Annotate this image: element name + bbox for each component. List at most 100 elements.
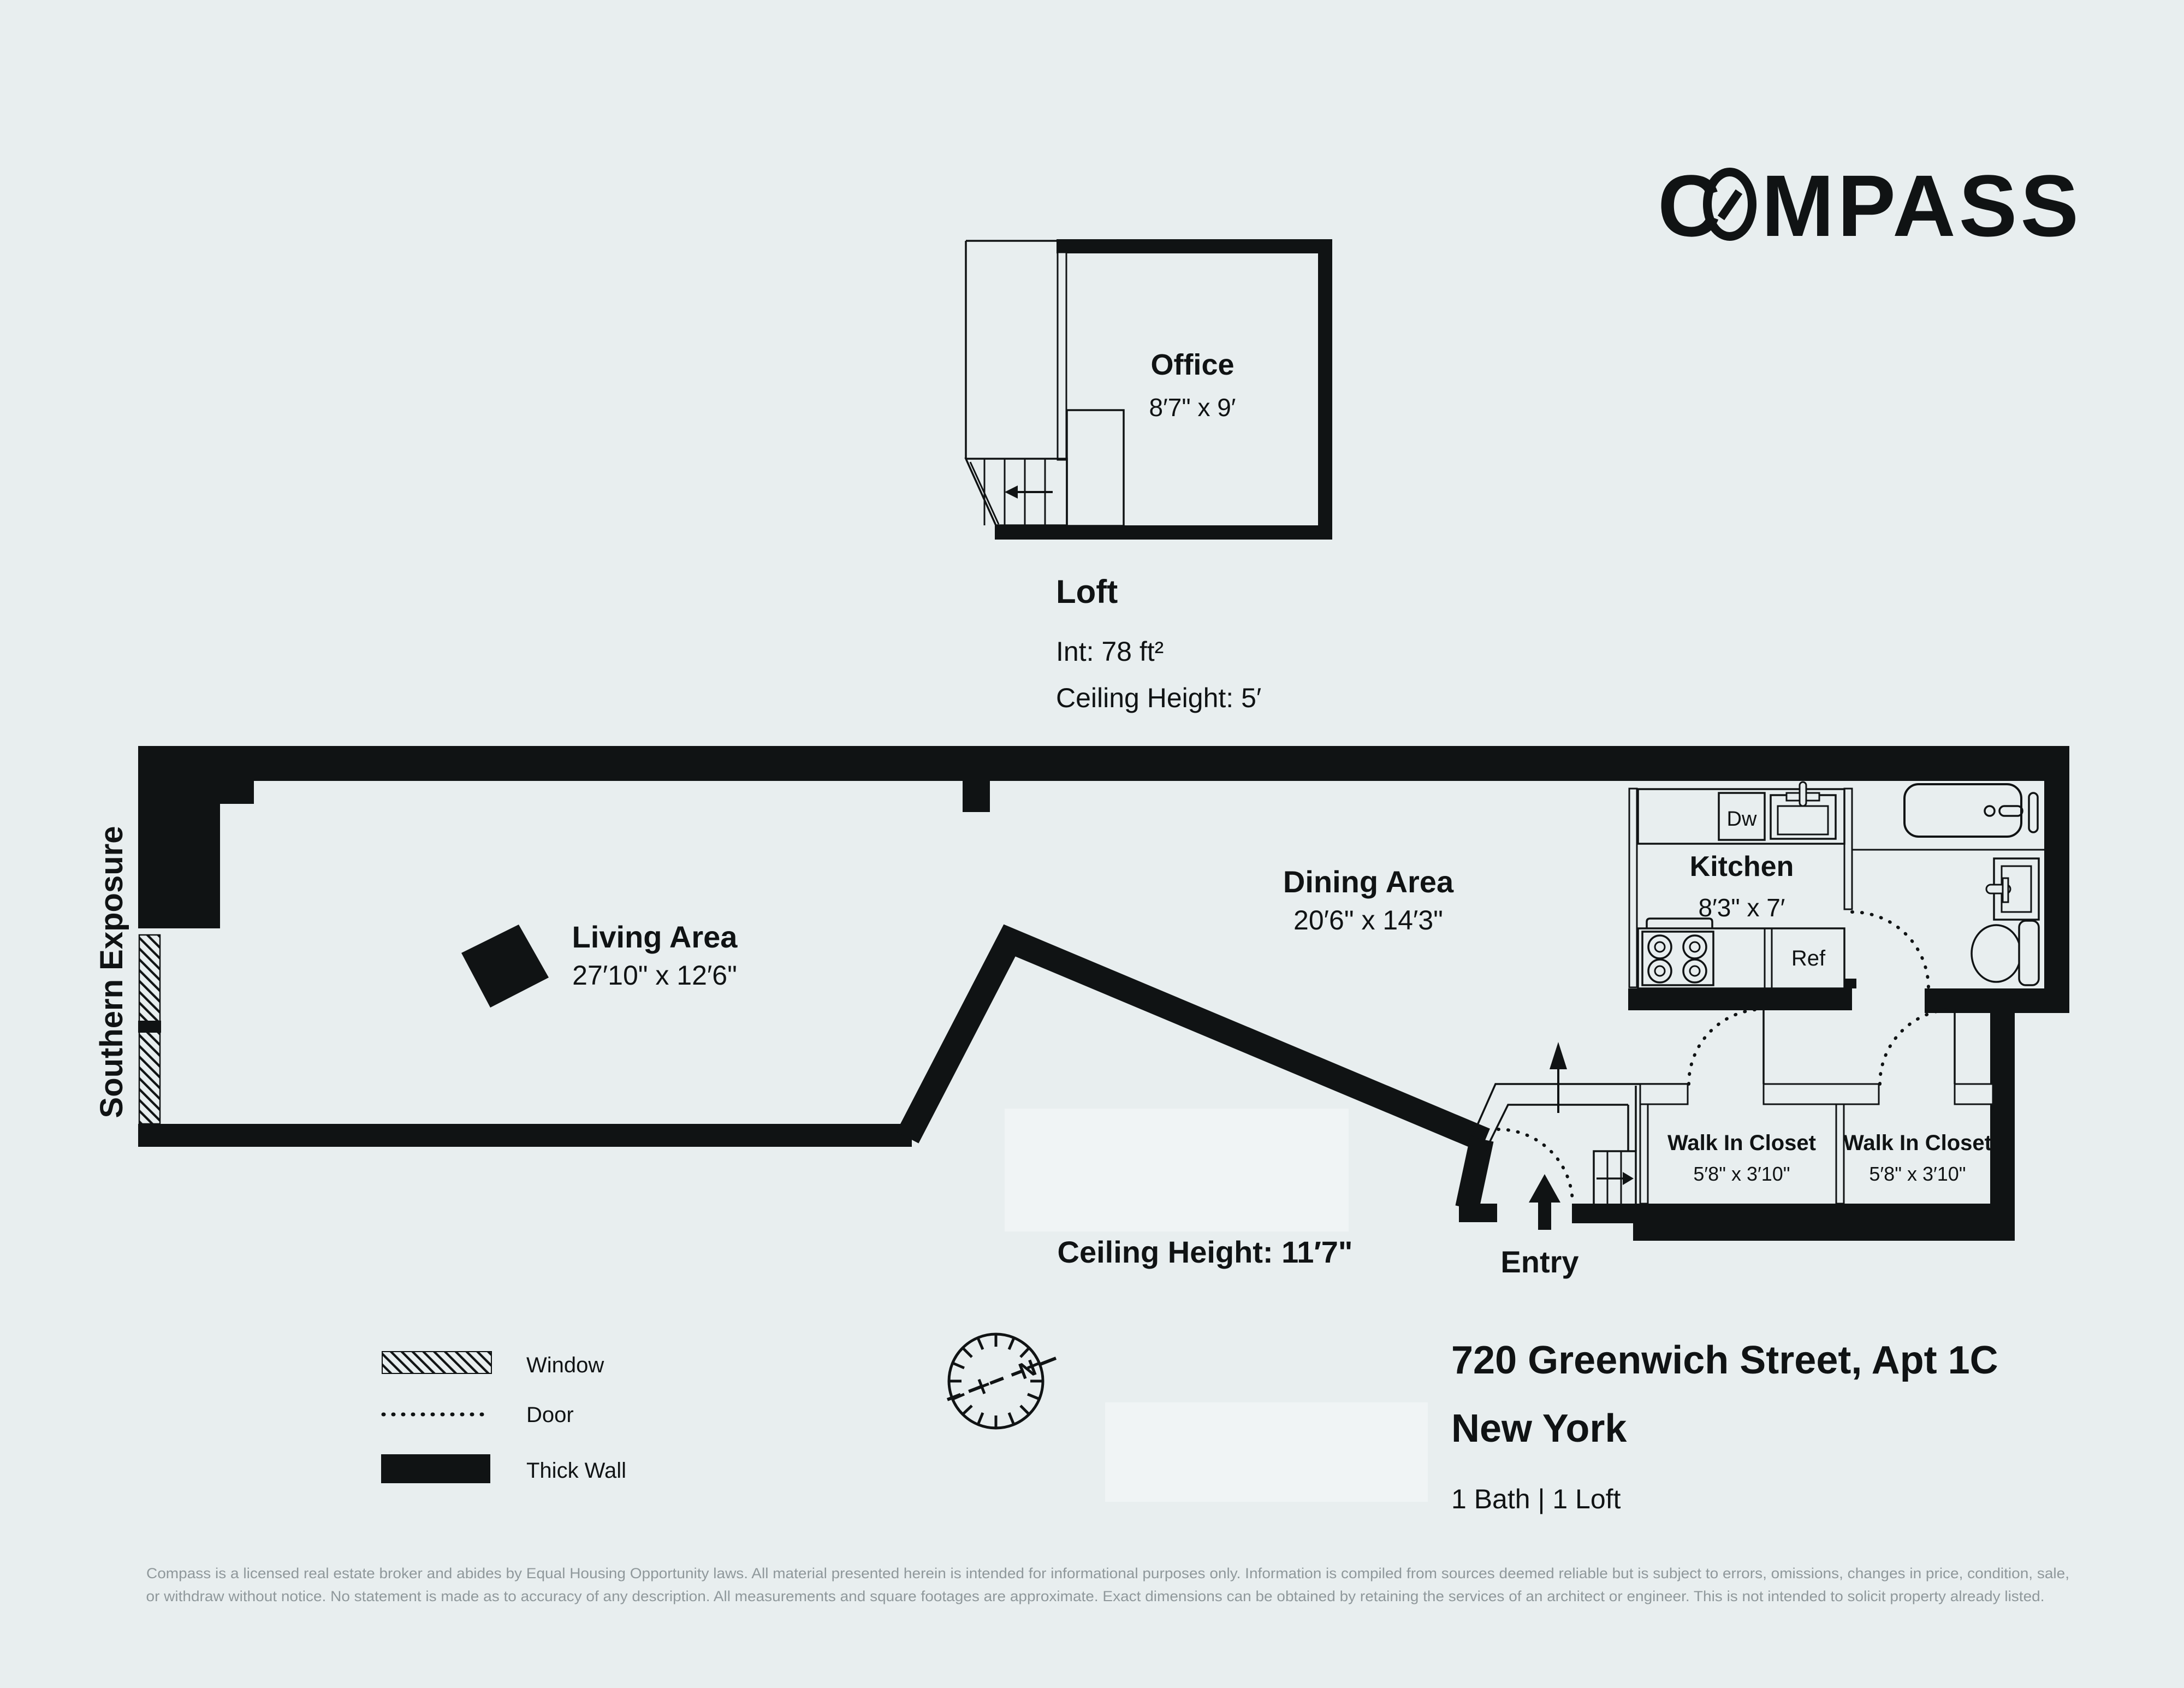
toilet-tank: [2018, 920, 2040, 986]
bathroom-right-wall: [2044, 746, 2069, 1013]
thick-wall-swatch-icon: [381, 1454, 490, 1483]
dining-area-label: Dining Area: [1283, 864, 1454, 899]
diagonal-wall: [896, 924, 1490, 1152]
stove-backsplash: [1646, 917, 1713, 928]
loft-right-wall: [1318, 239, 1332, 540]
closet-door-arc-icon: [1878, 1008, 1956, 1086]
kitchen-counter: [1637, 927, 1845, 990]
burner-icon: [1647, 958, 1672, 984]
door-stop: [1844, 979, 1856, 988]
loft-caption: Loft Int: 78 ft² Ceiling Height: 5′: [1056, 573, 1261, 713]
loft-top-wall: [1057, 239, 1332, 253]
office-dims: 8′7" x 9′: [1149, 393, 1236, 422]
dining-area-dims: 20′6" x 14′3": [1293, 905, 1443, 935]
closet-left-dims: 5′8" x 3′10": [1693, 1163, 1790, 1185]
ceiling-height-label: Ceiling Height: 11′7": [1058, 1235, 1353, 1269]
window-mullion: [138, 1021, 161, 1033]
closet-door-arc-icon: [1687, 1008, 1765, 1086]
office-label: Office: [1150, 348, 1234, 381]
kitchen-bottom-wall: [1628, 988, 1852, 1010]
entry-arrow-icon: [1538, 1203, 1551, 1230]
closet-right-label: Walk In Closet: [1843, 1131, 1992, 1155]
up-arrow-head-icon: [1550, 1042, 1567, 1069]
entry-stub-wall: [1459, 1204, 1497, 1222]
stair-arrow-head-icon: [1623, 1172, 1634, 1185]
living-area-label: Living Area: [572, 920, 738, 954]
kitchen-dims: 8′3" x 7′: [1699, 893, 1785, 922]
burner-icon: [1689, 965, 1701, 977]
sink-faucet-icon: [1799, 781, 1807, 807]
vanity-faucet-icon: [2002, 877, 2009, 903]
loft-bottom-wall: [995, 525, 1332, 540]
closet-right-wall: [1990, 1013, 2015, 1241]
southern-exposure-label: Southern Exposure: [94, 826, 129, 1118]
kitchen-counter: [1637, 788, 1845, 845]
city-line: New York: [1451, 1407, 1627, 1450]
kitchen-label: Kitchen: [1690, 851, 1794, 883]
window-swatch-icon: [382, 1351, 492, 1374]
walk-in-closets: Walk In Closet 5′8" x 3′10" Walk In Clos…: [1639, 1008, 1994, 1205]
bathroom: [1844, 783, 2044, 990]
closet-top-wall: [1639, 1083, 1689, 1105]
burner-icon: [1654, 941, 1666, 953]
disclaimer-line-2: or withdraw without notice. No statement…: [146, 1588, 2045, 1604]
entry-door-arc-icon: [1497, 1128, 1574, 1205]
listing-info: 720 Greenwich Street, Apt 1C New York 1 …: [1451, 1338, 1998, 1514]
refrigerator-label: Ref: [1791, 946, 1826, 970]
legend-window-label: Window: [526, 1353, 604, 1377]
closet-bottom-wall: [1633, 1204, 2015, 1241]
kitchen: Dw Ref Kitchen 8′3" x 7′: [1628, 781, 1853, 990]
living-area-column: [461, 925, 549, 1008]
stair-arrow-head-icon: [1005, 485, 1018, 499]
mid-pillar: [963, 781, 990, 812]
needle-cross-icon: [974, 1379, 989, 1394]
closet-left-wall: [1639, 1103, 1649, 1205]
loft-stairs: [964, 458, 1068, 526]
logo-needle-icon: [1717, 189, 1743, 221]
entry-slant-wall: [1455, 1136, 1494, 1211]
main-plan: Dw Ref Kitchen 8′3" x 7′: [94, 746, 2069, 1279]
loft-ceiling-height: Ceiling Height: 5′: [1056, 683, 1261, 713]
kitchen-bath-divider: [1843, 787, 1853, 910]
dishwasher: [1718, 792, 1766, 841]
tub-fixture-icon: [2028, 792, 2039, 833]
legend-door-label: Door: [526, 1403, 574, 1427]
loft-title: Loft: [1056, 573, 1118, 610]
bathtub: [1903, 783, 2022, 838]
burner-icon: [1654, 965, 1666, 977]
logo-o-icon: [1703, 168, 1756, 241]
disclaimer: Compass is a licensed real estate broker…: [146, 1565, 2070, 1604]
listing-summary: 1 Bath | 1 Loft: [1451, 1484, 1621, 1514]
closet-divider-wall: [1835, 1103, 1845, 1205]
burner-icon: [1682, 934, 1707, 960]
left-column: [138, 746, 220, 928]
tub-faucet-icon: [1998, 805, 2023, 817]
legend-thick-wall-label: Thick Wall: [526, 1459, 626, 1483]
compass-rose-icon: N: [946, 1332, 1057, 1430]
bathroom-door-arc-icon: [1850, 910, 1930, 990]
logo-letters-mpass: MPASS: [1761, 157, 2082, 254]
entry-area: Entry: [1471, 1042, 1689, 1279]
compass-logo: C MPASS: [1658, 157, 2082, 254]
compass-ticks: [949, 1334, 1043, 1428]
watermark-box: [1105, 1402, 1428, 1502]
dishwasher-label: Dw: [1727, 808, 1757, 831]
north-needle-icon: [946, 1370, 1023, 1401]
loft-interior-area: Int: 78 ft²: [1056, 636, 1164, 667]
closet-top-wall: [1762, 1083, 1880, 1105]
address-line: 720 Greenwich Street, Apt 1C: [1451, 1338, 1998, 1382]
north-needle-icon: [1038, 1357, 1057, 1366]
entry-arrow-icon: [1529, 1174, 1560, 1203]
loft-plan: Office 8′7" x 9′: [964, 239, 1332, 540]
logo-letter-c: C: [1658, 157, 1722, 254]
wall-step: [220, 781, 254, 804]
burner-icon: [1689, 941, 1701, 953]
legend: Window Door Thick Wall: [381, 1351, 626, 1483]
vestibule-wall: [1484, 1104, 1628, 1152]
stair-diagonal: [969, 461, 1000, 525]
burner-icon: [1647, 934, 1672, 960]
vestibule-wall: [1471, 1083, 1688, 1136]
top-wall: [138, 746, 2069, 781]
